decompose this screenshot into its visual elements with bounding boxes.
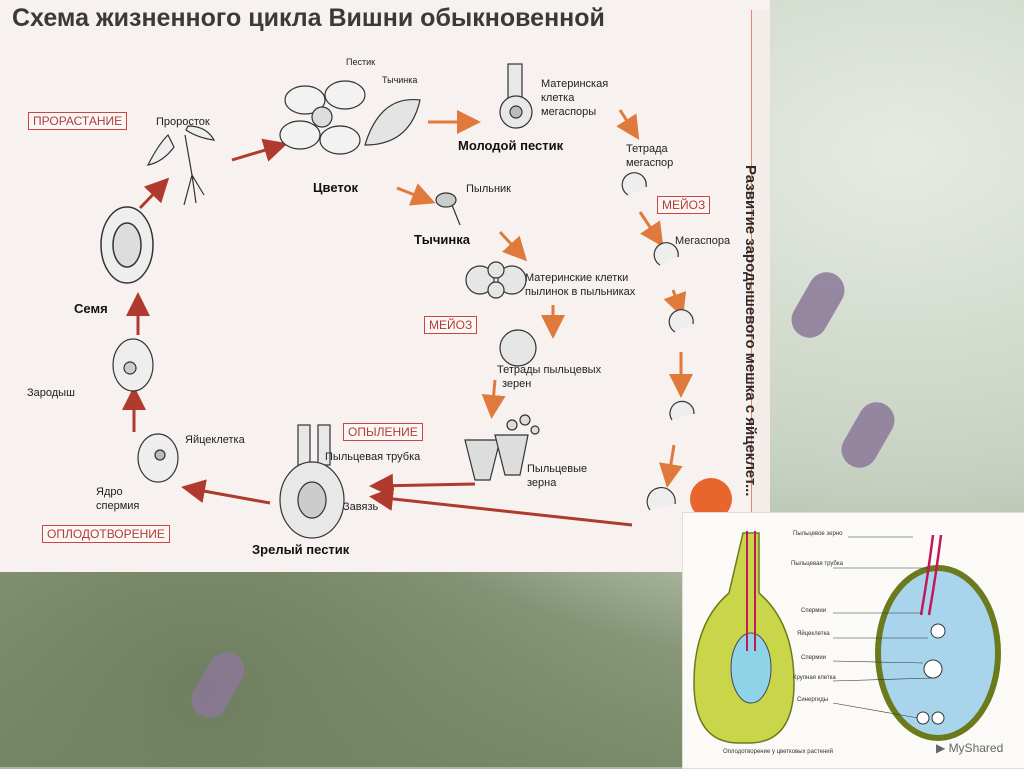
watermark-text: MyShared bbox=[948, 741, 1004, 755]
inset-sperms-top: Спермии bbox=[801, 608, 827, 614]
inset-central-cell: Крупная клетка bbox=[793, 675, 836, 681]
label-germination: ПРОРАСТАНИЕ bbox=[28, 112, 128, 130]
anther-cross-section bbox=[465, 261, 527, 299]
arrow-sac-pistil bbox=[369, 487, 633, 527]
young-pistil-drawing bbox=[499, 63, 533, 129]
arrow-megaspore-sac1 bbox=[663, 289, 687, 318]
seed-drawing bbox=[100, 206, 154, 284]
arrow-pollen-pistil bbox=[369, 473, 476, 498]
label-egg: Яйцеклетка bbox=[185, 434, 245, 446]
arrow-seed-sprout bbox=[138, 177, 170, 210]
fertilization-inset: Пыльцевое зерно Пыльцевая трубка Спермии… bbox=[682, 512, 1024, 769]
label-sperm-nucleus-2: спермия bbox=[96, 500, 140, 512]
arrow-tetrads-pollen bbox=[481, 379, 506, 419]
inset-caption: Оплодотворение у цветковых растений bbox=[723, 749, 833, 755]
label-pollination: ОПЫЛЕНИЕ bbox=[343, 423, 423, 441]
label-meiosis-left: МЕЙОЗ bbox=[424, 316, 478, 334]
label-sprout: Проросток bbox=[156, 116, 210, 128]
label-pistil: Пестик bbox=[346, 57, 376, 67]
page-title: Схема жизненного цикла Вишни обыкновенно… bbox=[12, 4, 605, 32]
inset-synergids: Синергиды bbox=[797, 697, 829, 703]
arrow-sac2-sac3 bbox=[659, 444, 683, 488]
pollen-tetrad-drawing bbox=[499, 329, 537, 367]
label-pollen-grains-2: зерна bbox=[527, 477, 557, 489]
arrow-stamen-anther bbox=[498, 230, 528, 262]
label-sperm-nucleus-1: Ядро bbox=[96, 486, 123, 498]
label-megaspore-mother-3: мегаспоры bbox=[541, 106, 597, 118]
inset-pollen-tube: Пыльцевая трубка bbox=[791, 561, 843, 567]
zygote-drawing bbox=[137, 433, 179, 483]
label-pollen-tube: Пыльцевая трубка bbox=[325, 451, 421, 463]
label-megaspore-mother-2: клетка bbox=[541, 92, 575, 104]
label-stamen-small: Тычинка bbox=[382, 75, 418, 85]
label-megaspore-mother-1: Материнская bbox=[541, 78, 609, 90]
label-pollen-tetrads-2: зерен bbox=[502, 378, 532, 390]
flower-drawing bbox=[279, 80, 421, 155]
label-seed: Семя bbox=[74, 301, 108, 316]
arrow-tetrad-megaspore bbox=[638, 211, 664, 247]
label-anther: Пыльник bbox=[466, 183, 511, 195]
inset-pollen-grain: Пыльцевое зерно bbox=[793, 531, 843, 537]
inset-drawing bbox=[693, 531, 1001, 744]
inset-egg: Яйцеклетка bbox=[797, 631, 830, 637]
arrow-sprout-flower bbox=[231, 138, 288, 162]
label-pollen-tetrads-1: Тетрады пыльцевых bbox=[497, 364, 602, 376]
sprout-drawing bbox=[146, 125, 216, 206]
watermark-logo: ▶ MyShared bbox=[936, 741, 1004, 755]
label-pollen-grains-1: Пыльцевые bbox=[527, 463, 588, 475]
label-fertilization: ОПЛОДОТВОРЕНИЕ bbox=[42, 525, 170, 543]
label-pollen-mother-2: пылинок в пыльниках bbox=[525, 286, 636, 298]
arrow-megasp-tetrad bbox=[616, 109, 640, 141]
label-megaspore: Мегаспора bbox=[675, 235, 731, 247]
label-tetrad-1: Тетрада bbox=[626, 143, 668, 155]
stamen-drawing bbox=[435, 192, 461, 226]
vertical-label: Развитие зародышевого мешка с яйцеклет..… bbox=[742, 165, 759, 497]
cycle-diagram bbox=[100, 63, 695, 539]
arrow-flower-stamen bbox=[396, 183, 436, 206]
tetrad-drawing bbox=[621, 172, 695, 511]
side-strip bbox=[751, 10, 770, 570]
embryo-drawing bbox=[112, 338, 154, 392]
label-embryo: Зародыш bbox=[27, 387, 75, 399]
mature-pistil-drawing bbox=[279, 424, 345, 539]
label-mature-pistil: Зрелый пестик bbox=[252, 542, 350, 557]
label-young-pistil: Молодой пестик bbox=[458, 138, 564, 153]
slide-panel: Схема жизненного цикла Вишни обыкновенно… bbox=[0, 0, 770, 572]
label-flower: Цветок bbox=[313, 180, 359, 195]
label-ovary: Завязь bbox=[343, 501, 379, 513]
arrow-pistil-zygote bbox=[181, 479, 271, 505]
pollen-grains-drawing bbox=[464, 414, 540, 481]
label-meiosis-right: МЕЙОЗ bbox=[657, 196, 711, 214]
label-pollen-mother-1: Материнские клетки bbox=[525, 272, 629, 284]
label-tetrad-2: мегаспор bbox=[626, 157, 674, 169]
label-stamen: Тычинка bbox=[414, 232, 470, 247]
inset-sperms: Спермии bbox=[801, 655, 827, 661]
